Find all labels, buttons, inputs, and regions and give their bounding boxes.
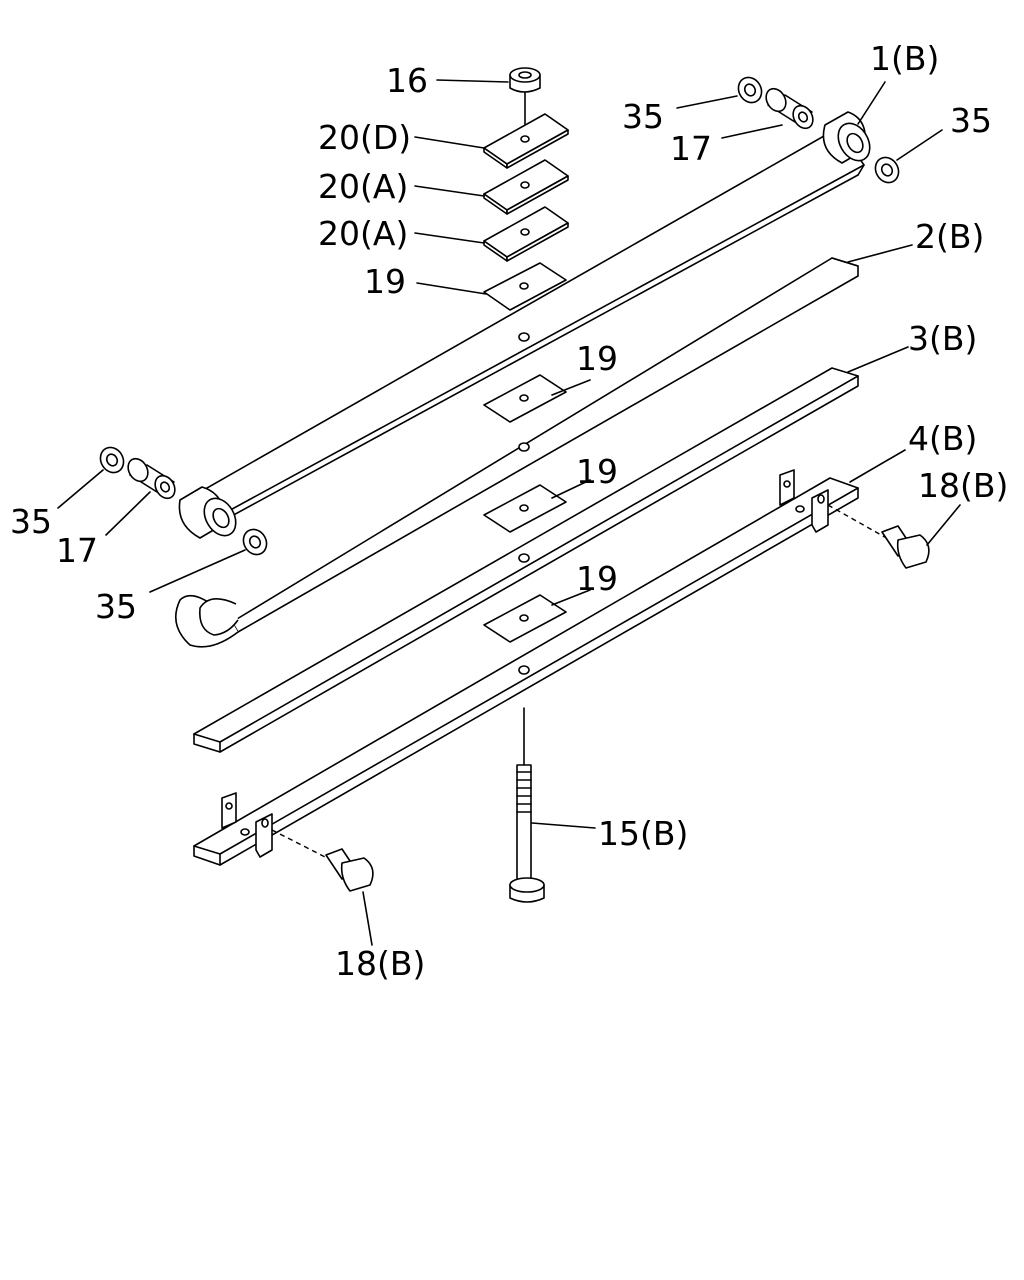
washer-35-top: [737, 76, 763, 104]
label-part-18b-right: 18(B): [918, 466, 1008, 505]
label-part-2b: 2(B): [915, 217, 984, 256]
leaf-spring-3b: [193, 367, 859, 753]
bolt-18b-right: [827, 504, 930, 569]
liner-19-b: [483, 484, 567, 533]
label-part-18b-bottom: 18(B): [335, 944, 425, 983]
label-part-19-a: 19: [576, 339, 618, 378]
label-part-35-right: 35: [950, 101, 992, 140]
label-part-20d: 20(D): [318, 118, 411, 157]
label-part-19-top: 19: [364, 262, 406, 301]
plate-20d: [483, 113, 569, 169]
label-part-19-b: 19: [576, 452, 618, 491]
label-part-15b: 15(B): [598, 814, 688, 853]
washer-35-left: [99, 446, 125, 474]
washer-35-mid: [242, 528, 268, 556]
label-part-17-top: 17: [670, 129, 712, 168]
plate-20a-lower: [483, 206, 569, 262]
liner-19-a: [483, 374, 567, 423]
label-part-35-mid: 35: [95, 587, 137, 626]
label-part-19-c: 19: [576, 559, 618, 598]
leaf-spring-1b: [178, 111, 871, 539]
bushing-17-top: [765, 87, 814, 130]
leader-lines: [57, 79, 961, 946]
liner-19-c: [483, 594, 567, 643]
bolt-18b-bottom: [271, 829, 374, 892]
label-part-16: 16: [386, 61, 428, 100]
bushing-17-left: [127, 457, 176, 500]
label-part-35-left: 35: [10, 502, 52, 541]
label-part-20a-lower: 20(A): [318, 214, 408, 253]
center-bolt-15b: [509, 707, 545, 903]
washer-35-right: [874, 156, 900, 184]
label-part-1b: 1(B): [870, 39, 939, 78]
nut-16: [509, 67, 541, 131]
label-part-35-top: 35: [622, 97, 664, 136]
leaf-spring-4b: [193, 469, 859, 866]
plate-20a-upper: [483, 159, 569, 215]
label-part-3b: 3(B): [908, 319, 977, 358]
leaf-spring-2b: [174, 257, 859, 648]
liner-19-top: [483, 262, 567, 311]
label-part-4b: 4(B): [908, 419, 977, 458]
label-part-20a-upper: 20(A): [318, 167, 408, 206]
label-part-17-left: 17: [56, 531, 98, 570]
